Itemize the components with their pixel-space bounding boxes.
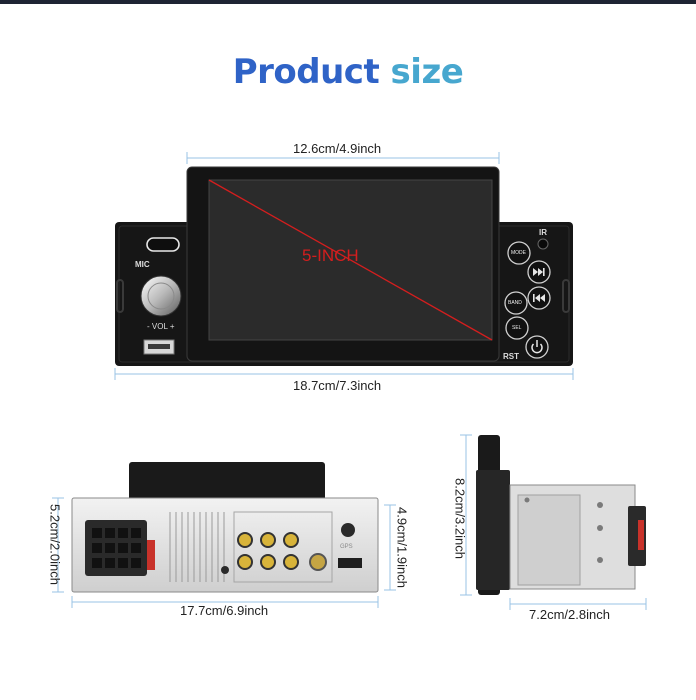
title-word-product: Product	[232, 52, 380, 92]
screen-width-label: 12.6cm/4.9inch	[293, 141, 382, 156]
back-dimension-lines	[52, 497, 396, 608]
previous-icon	[533, 294, 545, 302]
total-width-label: 18.7cm/7.3inch	[293, 378, 382, 393]
usb-c-port	[146, 237, 180, 252]
back-top-housing	[129, 462, 325, 502]
title-word-size: size	[390, 52, 464, 92]
mode-button-label: MODE	[511, 250, 526, 256]
side-depth-label: 7.2cm/2.8inch	[529, 607, 610, 622]
gps-port	[341, 523, 355, 537]
side-dimension-lines	[460, 434, 647, 610]
mic-label: MIC	[135, 260, 150, 269]
control-buttons	[504, 241, 551, 359]
back-view	[52, 462, 396, 608]
back-inner-height-label: 4.9cm/1.9inch	[394, 507, 410, 588]
screen-diagonal	[208, 179, 493, 341]
iso-pins	[92, 528, 141, 568]
sel-button-label: SEL	[512, 325, 522, 331]
top-bar	[0, 0, 696, 4]
screen-width-dimension-line	[186, 152, 500, 164]
side-grips	[116, 279, 570, 313]
rca-jacks	[237, 532, 299, 570]
total-width-dimension-line	[114, 368, 574, 380]
back-height-label: 5.2cm/2.0inch	[47, 504, 63, 585]
front-view	[114, 152, 574, 380]
antenna-jack	[309, 553, 327, 571]
side-view	[460, 434, 647, 610]
volume-knob	[140, 275, 182, 317]
next-icon	[533, 268, 545, 276]
power-icon	[531, 340, 543, 354]
screen-size-label: 5-INCH	[302, 246, 359, 265]
volume-label: - VOL +	[147, 322, 175, 331]
ir-label: IR	[539, 228, 547, 237]
back-width-label: 17.7cm/6.9inch	[180, 603, 269, 618]
fuse	[147, 540, 155, 570]
page-title: Product size	[0, 52, 696, 92]
rst-label: RST	[503, 352, 519, 361]
ir-sensor	[537, 238, 549, 250]
side-height-label: 8.2cm/3.2inch	[452, 478, 468, 559]
band-button-label: BAND	[508, 300, 522, 306]
gps-label: GPS	[340, 544, 353, 550]
